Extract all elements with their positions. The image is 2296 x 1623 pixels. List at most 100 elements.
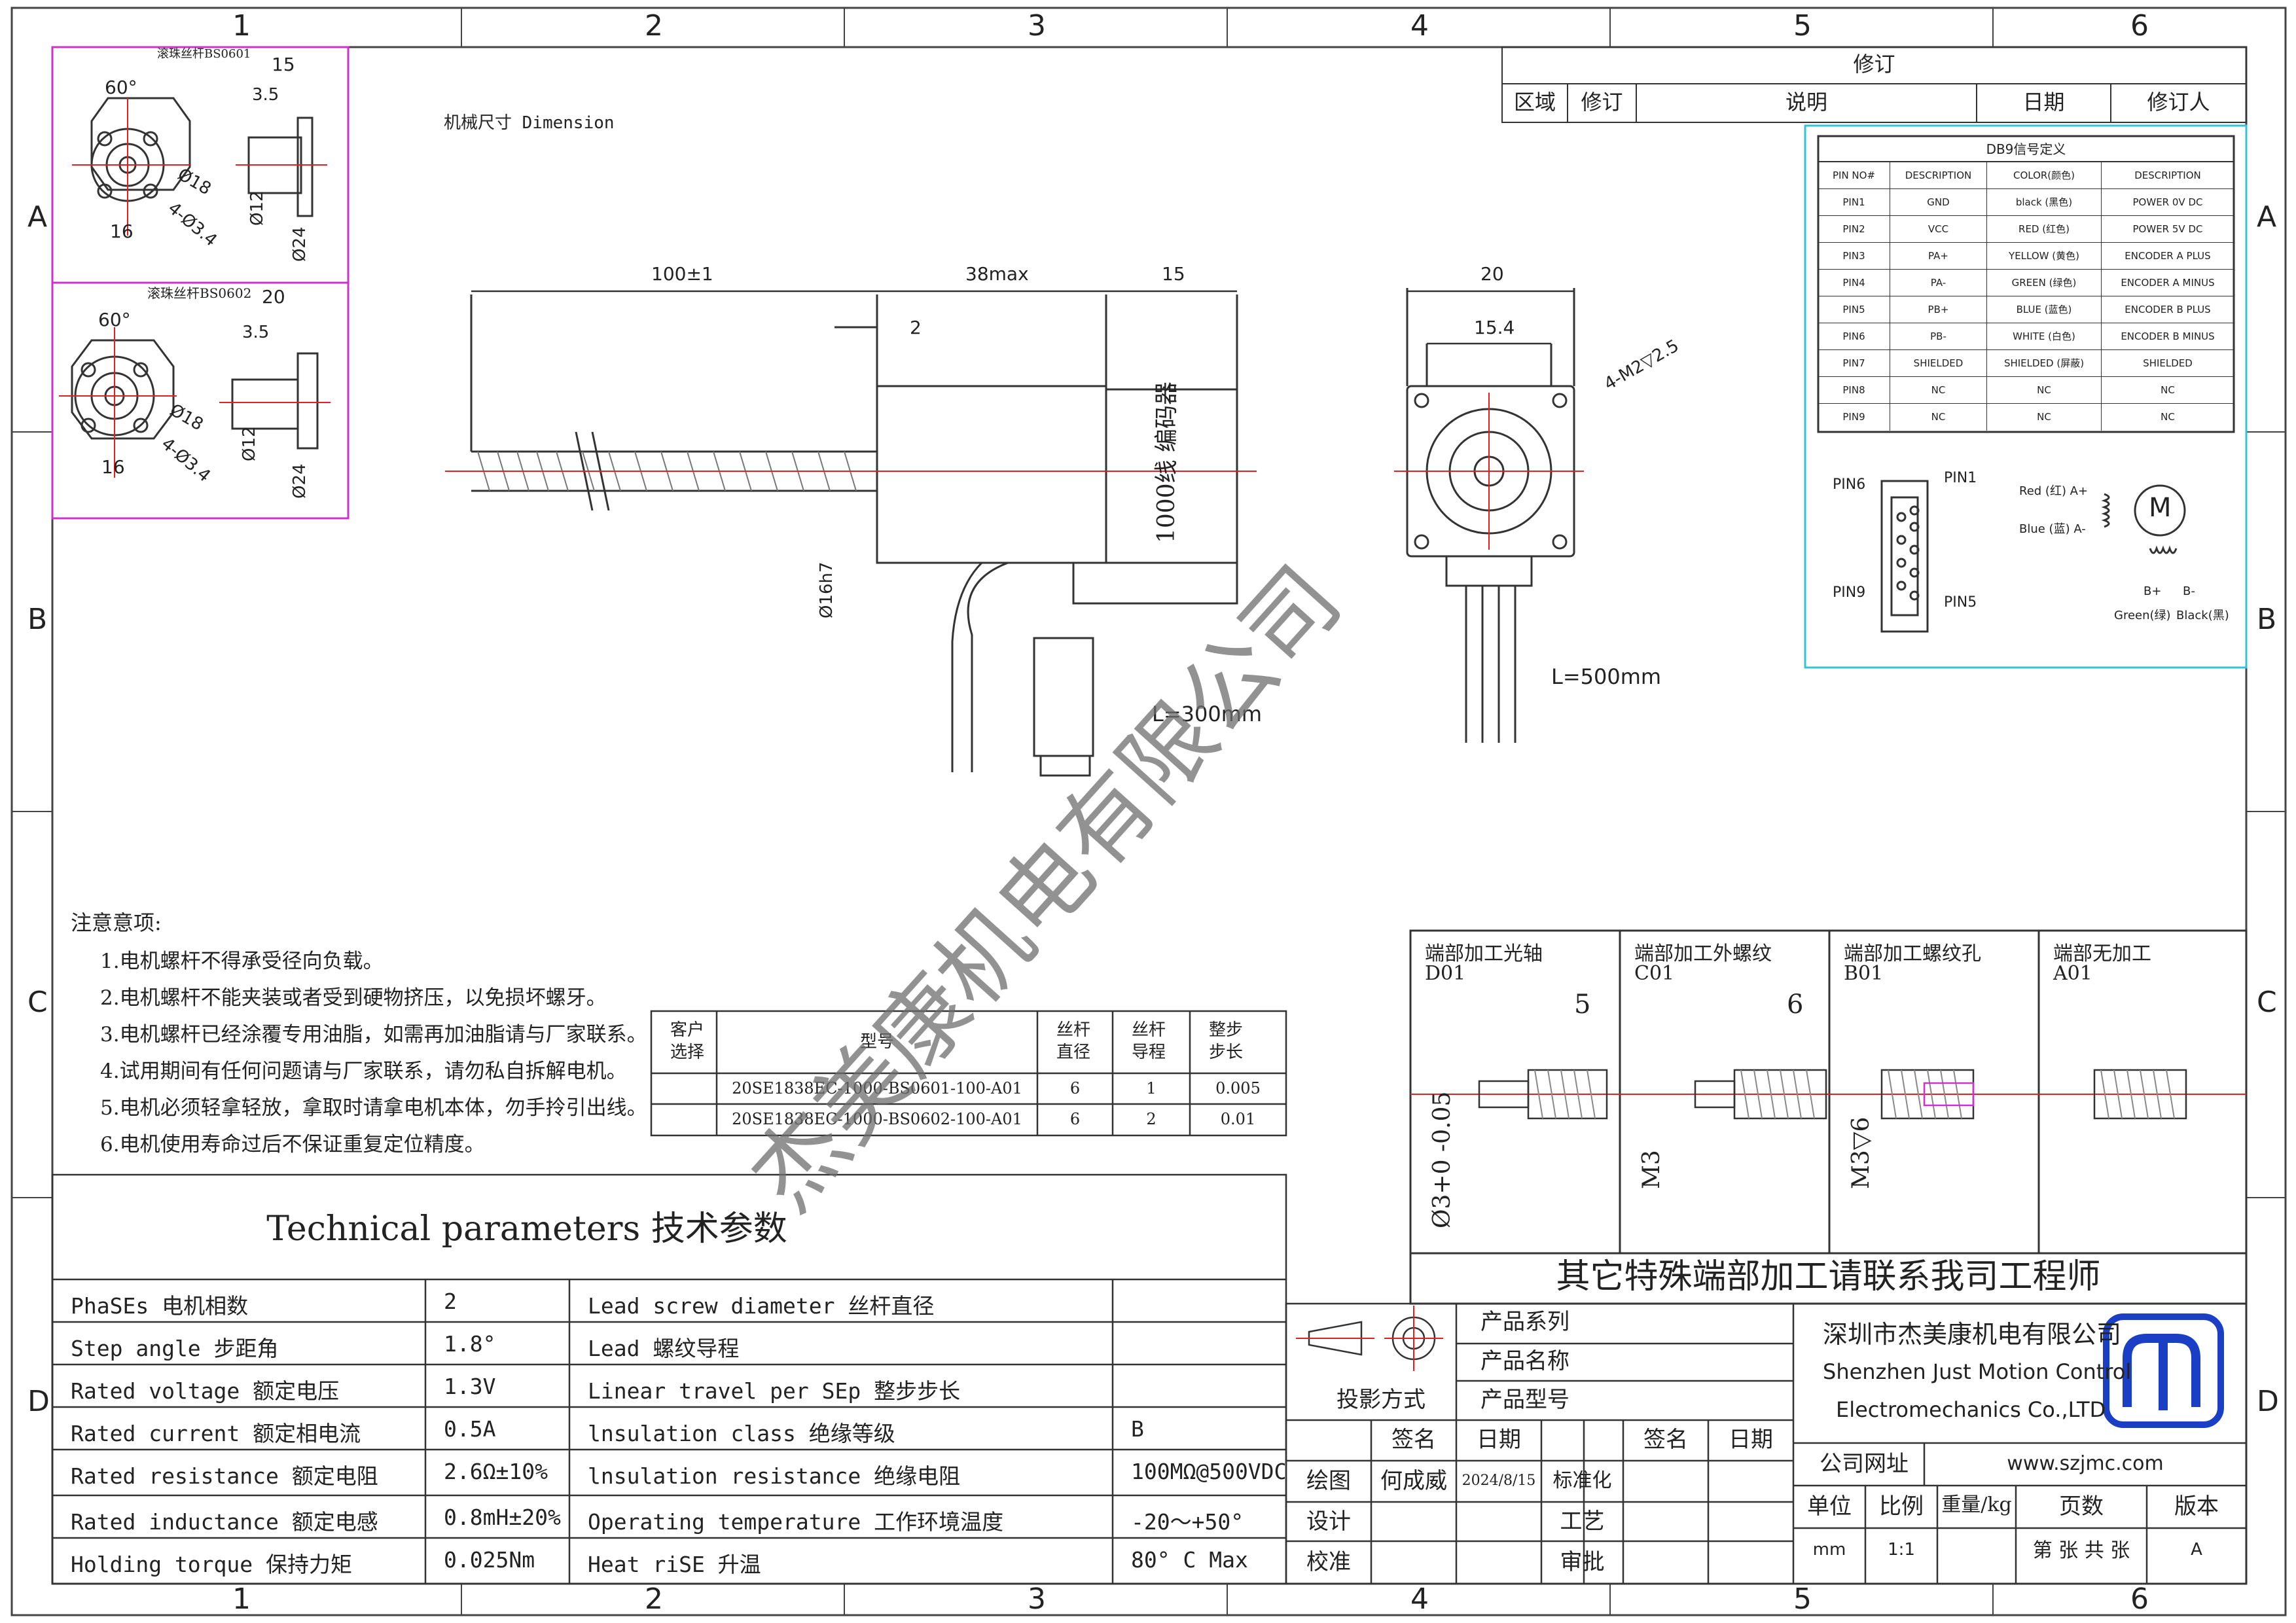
shaft-diameter: Ø16h7 [817, 562, 836, 618]
db9-cell: WHITE (白色) [1987, 323, 2102, 349]
tech-cell: 80° C Max [1131, 1547, 1248, 1573]
model-header-cell: 丝杆直径 [1056, 1020, 1090, 1062]
notes-block: 注意意项: 1.电机螺杆不得承受径向负载。2.电机螺杆不能夹装或者受到硬物挤压，… [71, 906, 647, 1164]
db9-cell: SHIELDED (屏蔽) [1987, 350, 2102, 376]
standardization-label: 标准化 [1552, 1469, 1612, 1492]
zone-row-c: C [27, 986, 48, 1019]
website-value[interactable]: www.szjmc.com [2007, 1452, 2164, 1475]
db9-cell: PIN8 [1818, 377, 1890, 403]
tech-cell: Rated current 额定相电流 [71, 1421, 361, 1446]
sign-label-2: 签名 [1643, 1427, 1688, 1453]
zone-col-6-bottom: 6 [2130, 1582, 2149, 1616]
db9-title: DB9信号定义 [1818, 136, 2234, 162]
bs0602-dim-d24: Ø24 [290, 463, 310, 499]
note-item: 6.电机使用寿命过后不保证重复定位精度。 [100, 1133, 485, 1156]
model-cell: 20SE1838EC-1000-BS0602-100-A01 [732, 1110, 1022, 1128]
side-dim-15-4: 15.4 [1474, 317, 1515, 338]
db9-cell: PIN9 [1818, 404, 1890, 431]
tech-cell: Step angle 步距角 [71, 1336, 279, 1361]
db9-cell: PIN4 [1818, 270, 1890, 296]
end-panel-title: 端部加工螺纹孔 [1844, 942, 1981, 965]
db9-cell: VCC [1890, 216, 1987, 242]
tech-cell: lnsulation resistance 绝缘电阻 [588, 1463, 961, 1489]
end-machining-footer: 其它特殊端部加工请联系我司工程师 [1556, 1257, 2101, 1296]
db9-cell: COLOR(颜色) [1987, 162, 2102, 188]
zone-col-3: 3 [1028, 9, 1046, 43]
company-name-en-1: Shenzhen Just Motion Control [1823, 1359, 2132, 1384]
note-item: 2.电机螺杆不能夹装或者受到硬物挤压，以免损坏螺牙。 [100, 986, 607, 1010]
dim-100: 100±1 [651, 263, 713, 285]
end-panel-code: B01 [1844, 962, 1884, 985]
zone-col-1-bottom: 1 [232, 1582, 251, 1616]
tech-cell: Heat riSE 升温 [588, 1552, 761, 1577]
db9-cell: PIN6 [1818, 323, 1890, 349]
tech-cell: Linear travel per SEp 整步步长 [588, 1378, 961, 1404]
db9-cell: YELLOW (黄色) [1987, 243, 2102, 269]
db9-cell: PIN2 [1818, 216, 1890, 242]
bs0602-dim-60: 60° [98, 309, 131, 330]
bs0601-title: 滚珠丝杆BS0601 [157, 47, 251, 61]
db9-cell: ENCODER B PLUS [2125, 304, 2211, 315]
motor-black: Black(黑) [2176, 609, 2229, 622]
drawn-date: 2024/8/15 [1462, 1472, 1536, 1489]
product-name-label: 产品名称 [1480, 1348, 1570, 1374]
bs0601-dim-15: 15 [272, 54, 295, 75]
bs0602-title: 滚珠丝杆BS0602 [147, 285, 252, 301]
db9-cell: PA+ [1890, 243, 1987, 269]
scale-value: 1:1 [1888, 1540, 1915, 1560]
db9-cell: NC [1890, 377, 1987, 403]
db9-cell: PB- [1890, 323, 1987, 349]
model-cell: 0.005 [1215, 1079, 1261, 1097]
product-model-label: 产品型号 [1480, 1387, 1570, 1413]
date-label-2: 日期 [1729, 1427, 1773, 1453]
db9-cell: NC [1987, 377, 2102, 403]
end-panel-dia: Ø3+0 -0.05 [1429, 1091, 1456, 1228]
db9-cell: POWER 0V DC [2132, 196, 2203, 208]
revision-header-desc: 说明 [1785, 90, 1827, 115]
db9-cell: ENCODER A PLUS [2125, 250, 2211, 262]
tech-cell: lnsulation class 绝缘等级 [588, 1421, 895, 1446]
db9-cell: POWER 5V DC [2132, 223, 2203, 235]
drawn-label: 绘图 [1306, 1468, 1351, 1494]
db9-cell: SHIELDED [2143, 357, 2193, 369]
tech-title: Technical parameters 技术参数 [266, 1209, 787, 1249]
zone-row-b: B [27, 603, 48, 636]
zone-row-a: A [27, 200, 48, 234]
tech-cell: Rated voltage 额定电压 [71, 1378, 340, 1404]
model-cell: 6 [1069, 1079, 1081, 1097]
end-panel-code: C01 [1634, 962, 1675, 985]
notes-title: 注意意项: [71, 910, 162, 935]
process-label: 工艺 [1560, 1508, 1605, 1535]
website-label: 公司网址 [1820, 1451, 1909, 1477]
zone-col-6: 6 [2130, 9, 2149, 43]
company-logo [2103, 1313, 2224, 1428]
zone-col-3-bottom: 3 [1028, 1582, 1046, 1616]
pin9-label: PIN9 [1833, 584, 1866, 601]
model-cell: 2 [1146, 1110, 1157, 1128]
zone-row-c-right: C [2257, 986, 2277, 1019]
bs0601-dim-d24: Ø24 [290, 226, 310, 262]
db9-cell: black (黑色) [1987, 189, 2102, 215]
motor-b-minus: B- [2183, 584, 2195, 598]
unit-label: 单位 [1807, 1493, 1852, 1520]
db9-cell: PA- [1890, 270, 1987, 296]
version-label: 版本 [2174, 1493, 2219, 1520]
end-panel-code: D01 [1425, 962, 1466, 985]
pages-value: 第 张 共 张 [2032, 1539, 2130, 1562]
db9-cell: GREEN (绿色) [1987, 270, 2102, 296]
bs0602-dim-3-5: 3.5 [242, 323, 270, 342]
tech-cell: Lead screw diameter 丝杆直径 [588, 1293, 935, 1319]
db9-cell: ENCODER A MINUS [2121, 277, 2215, 289]
tech-cell: 2.6Ω±10% [444, 1459, 548, 1484]
db9-cell: PIN3 [1818, 243, 1890, 269]
end-panel-dim: 5 [1574, 990, 1591, 1020]
weight-label: 重量/kg [1941, 1493, 2012, 1516]
zone-row-a-right: A [2257, 200, 2277, 234]
